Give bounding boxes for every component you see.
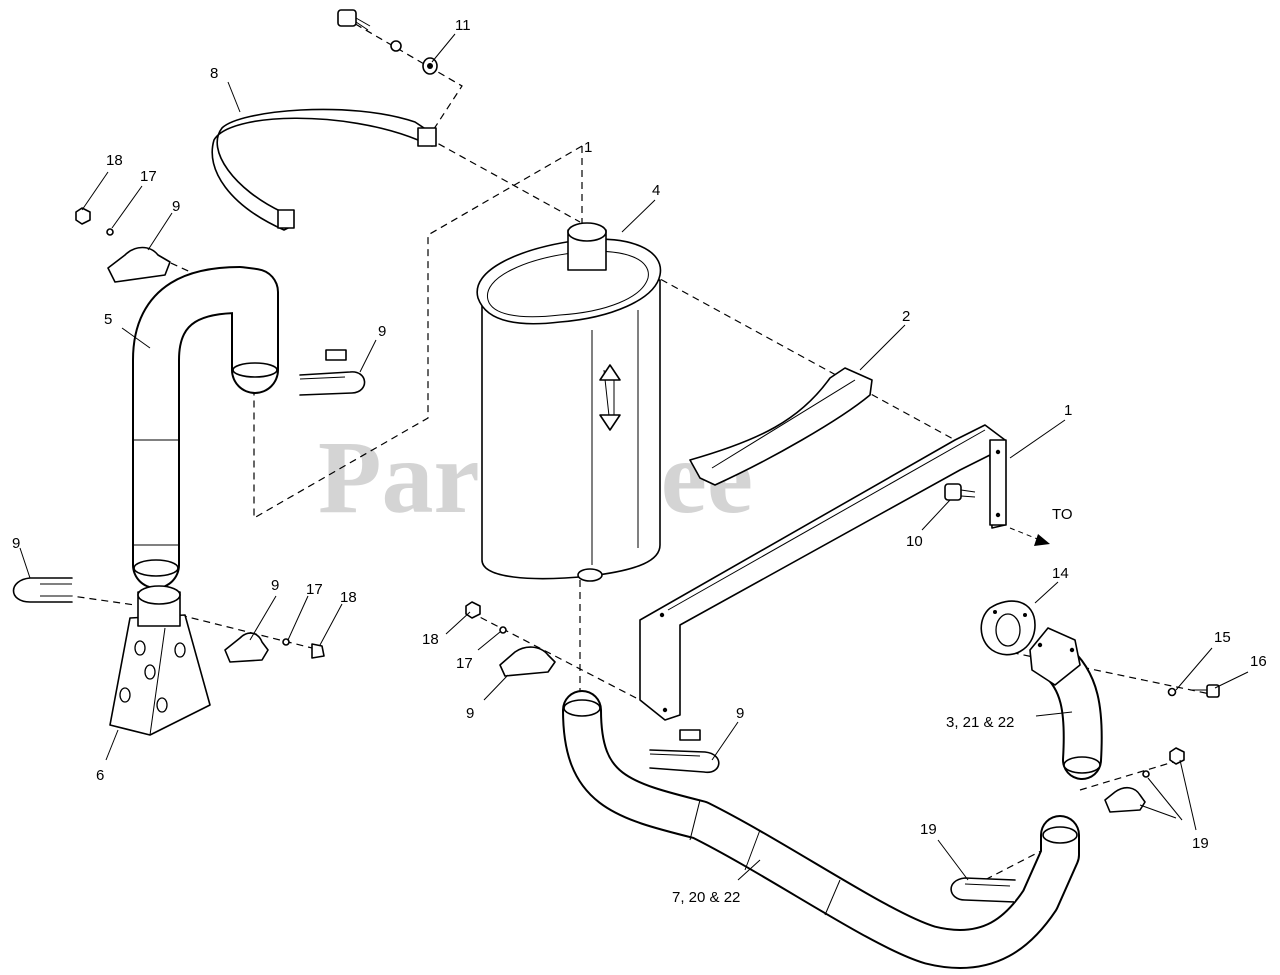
hardware-19[interactable]: [1142, 747, 1185, 778]
callout-18-mid: 18: [422, 631, 439, 648]
callout-2: 2: [902, 308, 910, 325]
callout-1-bracket: 1: [1064, 402, 1072, 419]
leader-lines: [19, 33, 1249, 881]
callout-9-ubolt-left: 9: [12, 535, 20, 552]
u-bolt-19-part[interactable]: [950, 877, 1016, 903]
bolt-10-part[interactable]: [944, 483, 976, 501]
callout-9-clamp-low: 9: [271, 577, 279, 594]
bolt-part[interactable]: [337, 9, 438, 75]
callout-18-low: 18: [340, 589, 357, 606]
callout-8: 8: [210, 65, 218, 82]
long-bracket-part[interactable]: [639, 424, 1007, 721]
u-bolt-mid-part[interactable]: [299, 349, 366, 396]
callout-4: 4: [652, 182, 660, 199]
callout-19-hardware: 19: [1192, 835, 1209, 852]
callout-5: 5: [104, 311, 112, 328]
callout-11: 11: [455, 17, 471, 34]
u-bolt-left-part[interactable]: [12, 577, 73, 603]
u-bolt-center-part[interactable]: [649, 729, 720, 773]
curved-pipe-part[interactable]: [132, 266, 279, 589]
callout-15: 15: [1214, 629, 1231, 646]
exhaust-pipe-part[interactable]: [562, 690, 1080, 969]
callout-14: 14: [1052, 565, 1069, 582]
bracket-part[interactable]: [689, 367, 873, 486]
pipe-support-part[interactable]: [109, 585, 211, 736]
callout-19-ubolt: 19: [920, 821, 937, 838]
callout-labels: 11 8 1 4 18 17 9 5 9 2 1 TO 10 9 9 17 18…: [12, 17, 1267, 906]
clamp-left-part[interactable]: [107, 246, 171, 283]
hardware-low[interactable]: [282, 638, 325, 659]
elbow-pipe-part[interactable]: [1029, 627, 1103, 780]
hardware-left[interactable]: [75, 207, 114, 236]
clamp-mid-part[interactable]: [499, 646, 556, 677]
gasket-part[interactable]: [980, 600, 1036, 656]
callout-17-mid: 17: [456, 655, 473, 672]
callout-6: 6: [96, 767, 104, 784]
direction-arrow: [1009, 527, 1050, 546]
callout-18-left: 18: [106, 152, 123, 169]
hardware-mid[interactable]: [465, 601, 507, 634]
callout-17-low: 17: [306, 581, 323, 598]
muffler-part[interactable]: [476, 222, 662, 582]
direction-label: TO: [1052, 506, 1073, 523]
callout-9-ubolt-center: 9: [736, 705, 744, 722]
callout-9-clamp-left: 9: [172, 198, 180, 215]
callout-7-20-22: 7, 20 & 22: [672, 889, 740, 906]
callout-1-top: 1: [584, 139, 592, 156]
callout-9-ubolt-mid: 9: [378, 323, 386, 340]
clamp-low-part[interactable]: [224, 632, 269, 663]
callout-16: 16: [1250, 653, 1267, 670]
strap-part[interactable]: [211, 108, 437, 231]
callout-17-left: 17: [140, 168, 157, 185]
callout-10: 10: [906, 533, 923, 550]
callout-3-21-22: 3, 21 & 22: [946, 714, 1014, 731]
callout-9-clamp-mid: 9: [466, 705, 474, 722]
clamp-19-part[interactable]: [1104, 786, 1146, 813]
